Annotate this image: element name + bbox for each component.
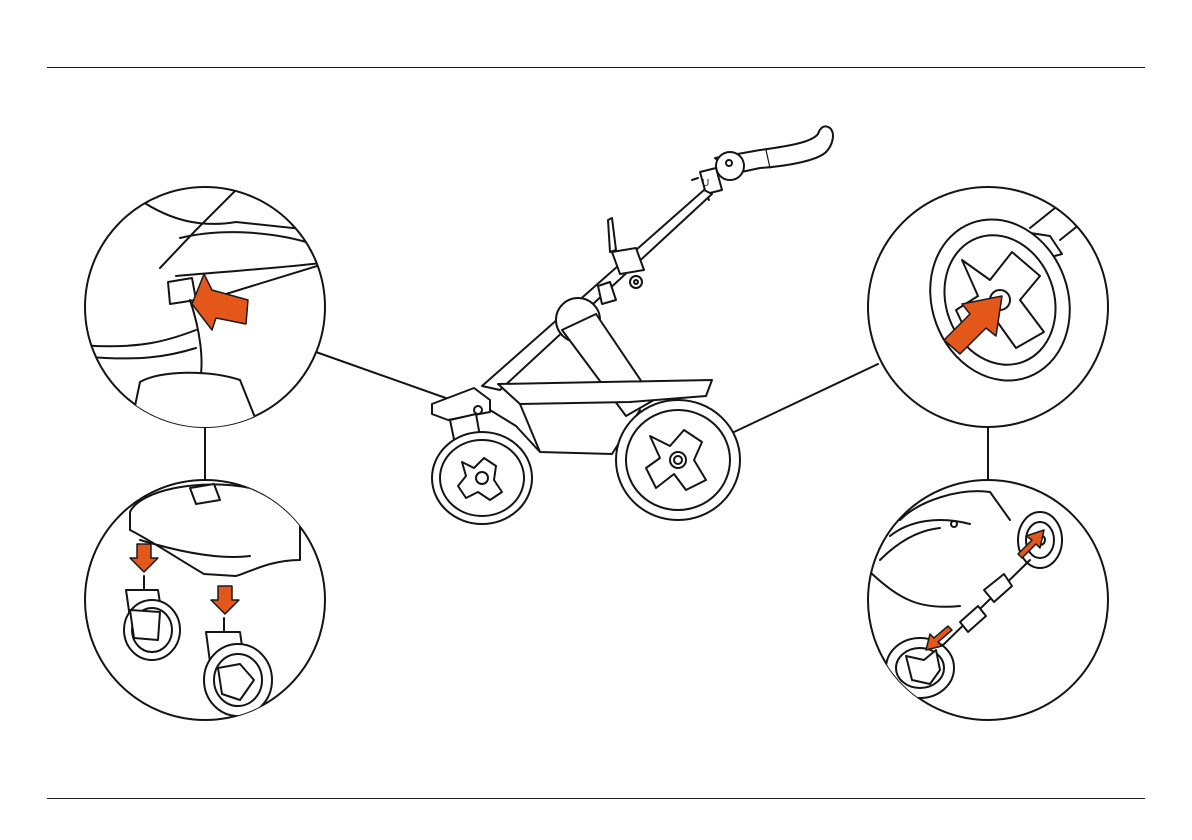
detail-rear-axle: [868, 480, 1108, 720]
front-wheel: [432, 432, 532, 524]
detail-front-wheel-attach: [85, 480, 325, 720]
detail-rear-wheel-button: [868, 187, 1108, 427]
svg-text:U: U: [702, 178, 709, 189]
rear-wheel: [616, 400, 740, 520]
detail-front-lever: [80, 186, 330, 430]
